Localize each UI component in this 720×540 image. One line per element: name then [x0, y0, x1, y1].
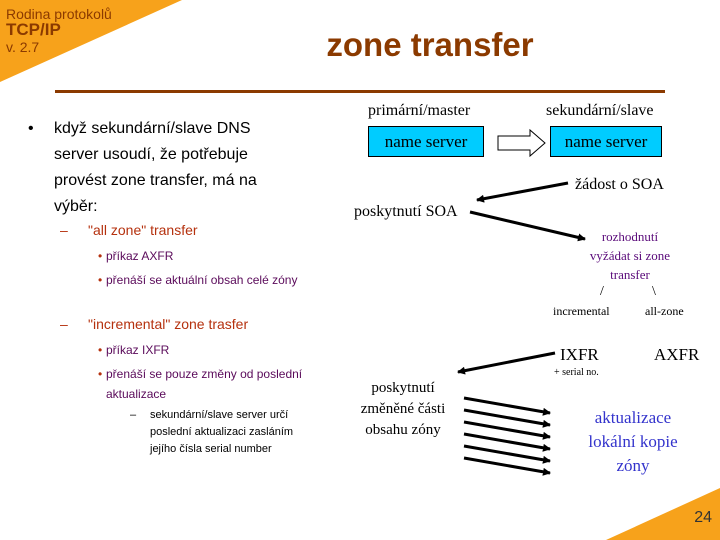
bullet-main-text: když sekundární/slave DNS server usoudí,… [54, 120, 257, 215]
soa-request-arrow [476, 181, 569, 203]
ixfr-request-arrow [457, 351, 556, 375]
bullet-ixfr-transfer: • přenáší se pouze změny od poslední akt… [98, 367, 303, 401]
primary-name-server-box: name server [368, 126, 484, 157]
page-number: 24 [694, 509, 712, 526]
provide-changed-parts-text: poskytnutí změněné části obsahu zóny [360, 380, 446, 438]
change-arrow-2 [463, 408, 551, 428]
bullet-ixfr-command: • příkaz IXFR [98, 343, 170, 357]
course-name: Rodina protokolů [6, 6, 112, 22]
soa-response-arrow [469, 210, 586, 242]
update-local-copy-text: aktualizace lokální kopie zóny [588, 408, 678, 475]
bullet-all-zone-text: "all zone" transfer [88, 222, 198, 238]
ixfr-label: IXFR [560, 345, 599, 364]
axfr-label: AXFR [654, 345, 700, 364]
bullet-all-zone: – "all zone" transfer [60, 222, 198, 238]
title-divider [55, 90, 665, 93]
transfer-hollow-arrow [497, 128, 546, 158]
slash-right: \ [652, 284, 656, 299]
change-arrow-3 [463, 420, 551, 440]
change-arrow-5 [463, 444, 551, 464]
allzone-label: all-zone [645, 304, 684, 318]
page-title: zone transfer [326, 26, 534, 63]
decide-transfer-text: rozhodnutí vyžádat si zone transfer [589, 229, 671, 282]
serial-number-label: + serial no. [554, 367, 599, 378]
change-arrow-1 [463, 396, 551, 416]
soa-response-label: poskytnutí SOA [354, 203, 458, 220]
bullet-axfr-transfer: • přenáší se aktuální obsah celé zóny [98, 273, 298, 287]
secondary-name-server-box: name server [550, 126, 662, 157]
corner-decoration-top-left [0, 0, 182, 82]
bullet-incremental-text: "incremental" zone trasfer [88, 316, 249, 332]
bullet-dash: – [60, 316, 68, 332]
course-version: v. 2.7 [6, 39, 40, 55]
change-arrow-6 [463, 456, 551, 476]
corner-decoration-bottom-right [606, 488, 720, 540]
bullet-axfr-command: • příkaz AXFR [98, 249, 174, 263]
course-subject: TCP/IP [6, 20, 61, 39]
bullet-incremental: – "incremental" zone trasfer [60, 316, 248, 332]
bullet-dash: – [60, 222, 68, 238]
bullet-serial-number: – sekundární/slave server určí poslední … [130, 409, 294, 455]
bullet-dot: • [28, 120, 34, 137]
change-arrow-4 [463, 432, 551, 452]
bullet-main: • když sekundární/slave DNS server usoud… [28, 116, 298, 220]
secondary-slave-label: sekundární/slave [546, 102, 654, 119]
slash-left: / [600, 284, 604, 299]
soa-request-label: žádost o SOA [575, 176, 664, 193]
incremental-label: incremental [553, 304, 610, 318]
primary-master-label: primární/master [368, 102, 471, 119]
